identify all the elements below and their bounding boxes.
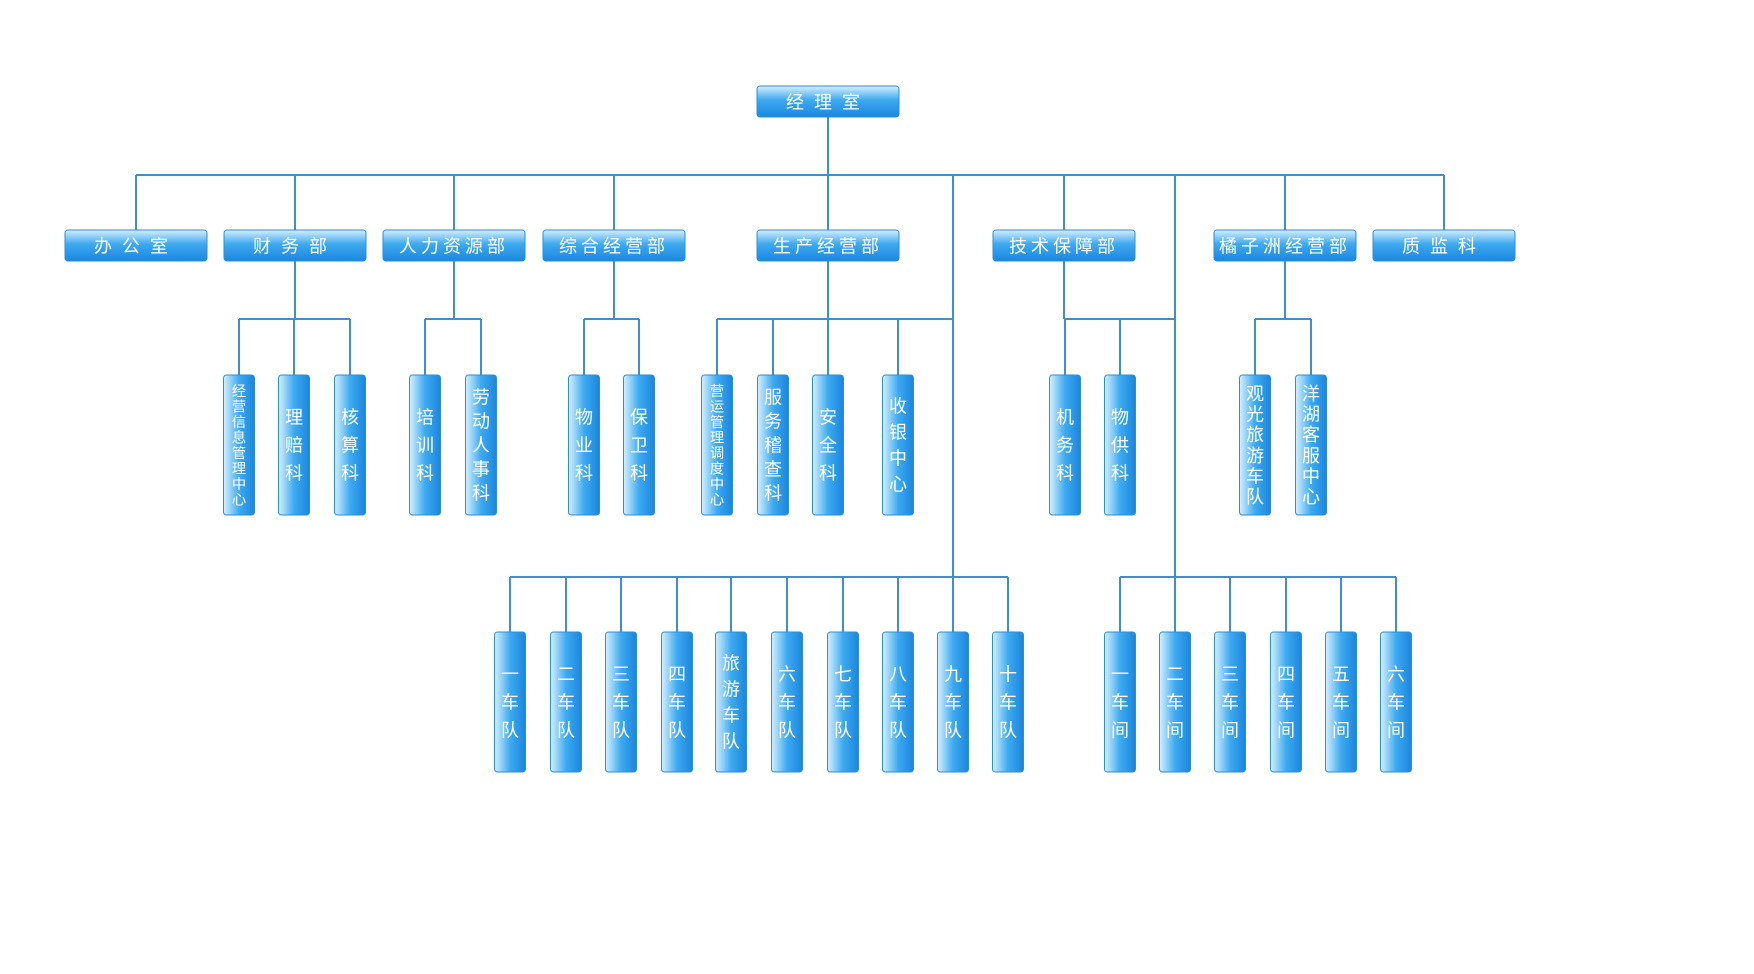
section-box: 服务稽查科 [757, 374, 789, 516]
box-label: 六车队 [778, 664, 796, 741]
section-box: 洋湖客服中心 [1295, 374, 1327, 516]
fleet-box: 旅游车队 [715, 631, 747, 773]
box-label: 安全科 [819, 407, 837, 484]
box-label: 九车队 [944, 664, 962, 741]
box-label: 劳动人事科 [472, 387, 490, 504]
box-label: 技术保障部 [1009, 237, 1119, 258]
workshop-box: 一车间 [1104, 631, 1136, 773]
fleet-box: 七车队 [827, 631, 859, 773]
department-box: 办公室 [64, 229, 208, 262]
section-box: 机务科 [1049, 374, 1081, 516]
box-label: 一车队 [501, 664, 519, 741]
box-label: 五车间 [1332, 664, 1350, 741]
box-label: 二车间 [1166, 664, 1184, 741]
department-box: 综合经营部 [542, 229, 686, 262]
box-label: 人力资源部 [399, 237, 509, 258]
section-box: 收银中心 [882, 374, 914, 516]
section-box: 保卫科 [623, 374, 655, 516]
department-box: 生产经营部 [756, 229, 900, 262]
box-label: 经营信息管理中心 [232, 383, 246, 509]
box-label: 十车队 [999, 664, 1017, 741]
workshop-box: 四车间 [1270, 631, 1302, 773]
section-box: 经营信息管理中心 [223, 374, 255, 516]
box-label: 六车间 [1387, 664, 1405, 741]
root-box: 经理室 [756, 85, 900, 118]
box-label: 旅游车队 [722, 653, 740, 752]
workshop-box: 六车间 [1380, 631, 1412, 773]
department-box: 质监科 [1372, 229, 1516, 262]
box-label: 核算科 [341, 407, 359, 484]
box-label: 洋湖客服中心 [1302, 384, 1320, 508]
box-label: 经理室 [786, 93, 870, 114]
fleet-box: 九车队 [937, 631, 969, 773]
box-label: 理赔科 [285, 407, 303, 484]
box-label: 八车队 [889, 664, 907, 741]
fleet-box: 二车队 [550, 631, 582, 773]
box-label: 营运管理调度中心 [710, 383, 724, 509]
box-label: 质监科 [1402, 237, 1486, 258]
box-label: 收银中心 [889, 396, 907, 495]
workshop-box: 三车间 [1214, 631, 1246, 773]
section-box: 物业科 [568, 374, 600, 516]
fleet-box: 八车队 [882, 631, 914, 773]
section-box: 观光旅游车队 [1239, 374, 1271, 516]
box-label: 四车队 [668, 664, 686, 741]
section-box: 培训科 [409, 374, 441, 516]
box-label: 一车间 [1111, 664, 1129, 741]
department-box: 技术保障部 [992, 229, 1136, 262]
box-label: 橘子洲经营部 [1219, 237, 1351, 258]
box-label: 三车间 [1221, 664, 1239, 741]
fleet-box: 一车队 [494, 631, 526, 773]
section-box: 营运管理调度中心 [701, 374, 733, 516]
department-box: 橘子洲经营部 [1213, 229, 1357, 262]
box-label: 物供科 [1111, 407, 1129, 484]
box-label: 四车间 [1277, 664, 1295, 741]
box-label: 培训科 [416, 407, 434, 484]
fleet-box: 三车队 [605, 631, 637, 773]
department-box: 人力资源部 [382, 229, 526, 262]
connector-lines [135, 117, 1445, 632]
box-label: 服务稽查科 [764, 387, 782, 504]
section-box: 理赔科 [278, 374, 310, 516]
box-label: 观光旅游车队 [1246, 384, 1264, 508]
box-label: 生产经营部 [773, 237, 883, 258]
box-label: 二车队 [557, 664, 575, 741]
fleet-box: 六车队 [771, 631, 803, 773]
box-label: 物业科 [575, 407, 593, 484]
workshop-box: 二车间 [1159, 631, 1191, 773]
box-label: 综合经营部 [559, 237, 669, 258]
section-box: 安全科 [812, 374, 844, 516]
box-label: 七车队 [834, 664, 852, 741]
section-box: 核算科 [334, 374, 366, 516]
box-label: 机务科 [1056, 407, 1074, 484]
department-box: 财务部 [223, 229, 367, 262]
workshop-box: 五车间 [1325, 631, 1357, 773]
section-box: 物供科 [1104, 374, 1136, 516]
box-label: 办公室 [94, 237, 178, 258]
box-label: 三车队 [612, 664, 630, 741]
fleet-box: 四车队 [661, 631, 693, 773]
section-box: 劳动人事科 [465, 374, 497, 516]
box-label: 保卫科 [630, 407, 648, 484]
box-label: 财务部 [253, 237, 337, 258]
fleet-box: 十车队 [992, 631, 1024, 773]
